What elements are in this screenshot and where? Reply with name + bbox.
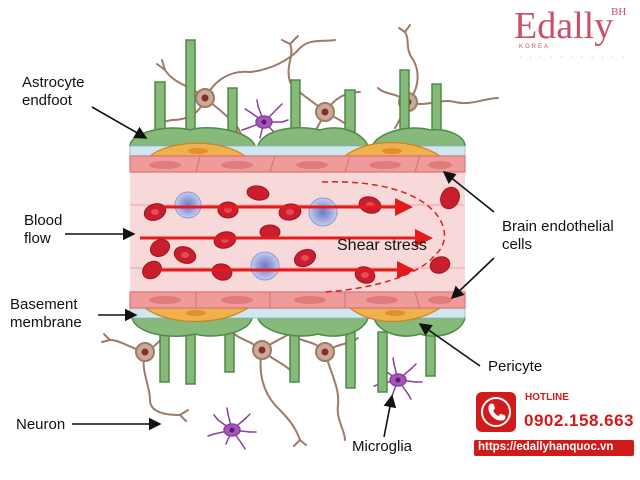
website-link[interactable]: https://edallyhanquoc.vn xyxy=(478,441,614,453)
hotline-label: HOTLINE xyxy=(525,392,569,403)
astrocyte-processes-bottom xyxy=(159,331,436,393)
shear-stress-profile xyxy=(321,181,446,293)
microglia-top xyxy=(241,99,289,139)
neuron-top-left xyxy=(156,39,336,137)
neuron-label: Neuron xyxy=(16,416,66,433)
label-pointers xyxy=(65,106,495,438)
neuron-bottom-left xyxy=(101,329,189,422)
brand-tagline: · · · · · · · · · · · xyxy=(519,54,628,61)
microglia-bottom-left xyxy=(207,407,257,450)
microglia-label: Microglia xyxy=(352,438,413,455)
pericytes-top xyxy=(148,142,443,157)
endothelial-row-top xyxy=(129,155,466,173)
phone-icon xyxy=(476,392,516,432)
astrocyte-endfeet-top xyxy=(129,127,466,147)
vessel-lumen xyxy=(130,172,465,292)
hotline-number[interactable]: 0902.158.663 xyxy=(524,411,634,430)
endothelial-row-bottom xyxy=(129,291,466,309)
pericytes-bottom xyxy=(143,307,443,322)
website-bar xyxy=(474,440,634,456)
shear-stress-label: Shear stress xyxy=(337,237,427,254)
brand-subtitle: KOREA xyxy=(519,44,551,50)
flow-arrows xyxy=(140,198,433,279)
astrocyte-endfeet-bottom xyxy=(131,317,466,337)
brand-superscript: BH xyxy=(611,6,627,18)
brand-logo: Edally xyxy=(514,5,614,47)
white-blood-cells xyxy=(174,191,338,281)
red-blood-cells xyxy=(142,185,460,284)
pericyte-label: Pericyte xyxy=(488,358,543,375)
